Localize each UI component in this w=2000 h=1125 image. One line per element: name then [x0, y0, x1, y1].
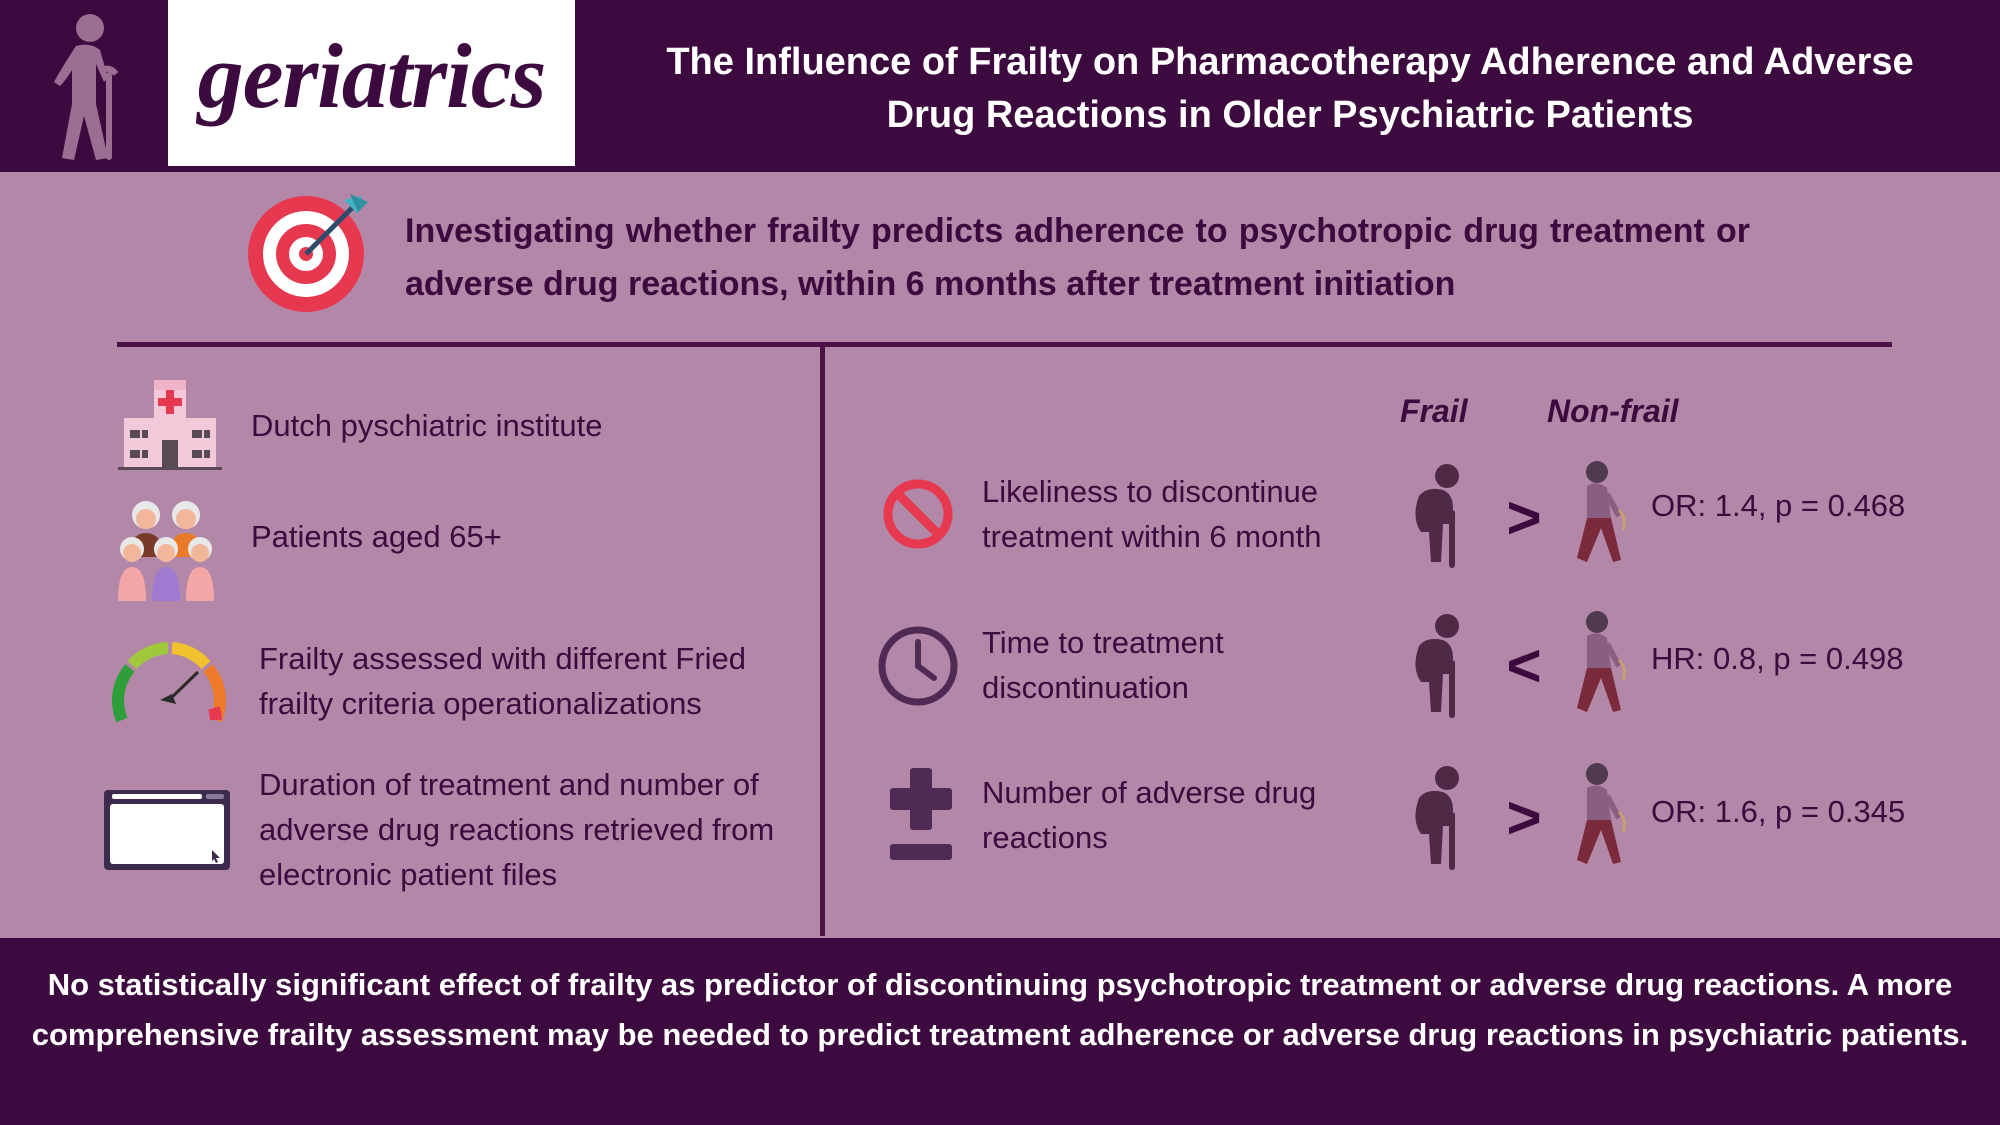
vertical-divider — [820, 347, 825, 936]
stat-adverse-reactions: OR: 1.6, p = 0.345 — [1651, 794, 1906, 829]
clock-icon — [878, 626, 958, 706]
stat-time: HR: 0.8, p = 0.498 — [1651, 641, 1904, 676]
outcome-discontinue: Likeliness to discontinue treatment with… — [982, 474, 1322, 554]
method-frailty-assessment: Frailty assessed with different Fried fr… — [259, 641, 747, 721]
horizontal-divider — [117, 342, 1892, 347]
page-title: The Influence of Frailty on Pharmacother… — [666, 41, 1914, 136]
plus-minus-icon — [890, 768, 952, 860]
comparison-sign: > — [1506, 784, 1542, 851]
comparison-sign: < — [1506, 632, 1542, 699]
journal-logo-box: geriatrics — [168, 0, 575, 166]
column-header-frail: Frail — [1400, 393, 1468, 429]
journal-name: geriatrics — [197, 25, 547, 127]
method-institute: Dutch pyschiatric institute — [251, 408, 603, 443]
conclusion-text: No statistically significant effect of f… — [31, 967, 1969, 1052]
frail-person-icon — [1415, 464, 1459, 568]
elderly-person-with-cane-icon — [54, 14, 119, 160]
aim-statement: Investigating whether frailty predicts a… — [405, 212, 1750, 303]
conclusion-bar — [0, 938, 2000, 1125]
nonfrail-person-icon — [1577, 763, 1626, 864]
outcome-time-to-discontinuation: Time to treatment discontinuation — [982, 625, 1224, 705]
comparison-sign: > — [1506, 484, 1542, 551]
hospital-icon — [118, 380, 222, 470]
elderly-group-icon — [118, 501, 214, 601]
frail-person-icon — [1415, 614, 1459, 718]
stat-discontinue: OR: 1.4, p = 0.468 — [1651, 488, 1906, 523]
column-header-nonfrail: Non-frail — [1547, 393, 1679, 429]
prohibited-icon — [883, 479, 953, 549]
target-icon — [248, 194, 368, 312]
gauge-icon — [112, 642, 226, 723]
outcome-adverse-reactions: Number of adverse drug reactions — [982, 775, 1317, 855]
nonfrail-person-icon — [1577, 461, 1626, 562]
browser-window-icon — [104, 790, 230, 870]
method-data-source: Duration of treatment and number of adve… — [259, 767, 775, 892]
frail-person-icon — [1415, 766, 1459, 870]
method-population: Patients aged 65+ — [251, 519, 502, 554]
nonfrail-person-icon — [1577, 611, 1626, 712]
